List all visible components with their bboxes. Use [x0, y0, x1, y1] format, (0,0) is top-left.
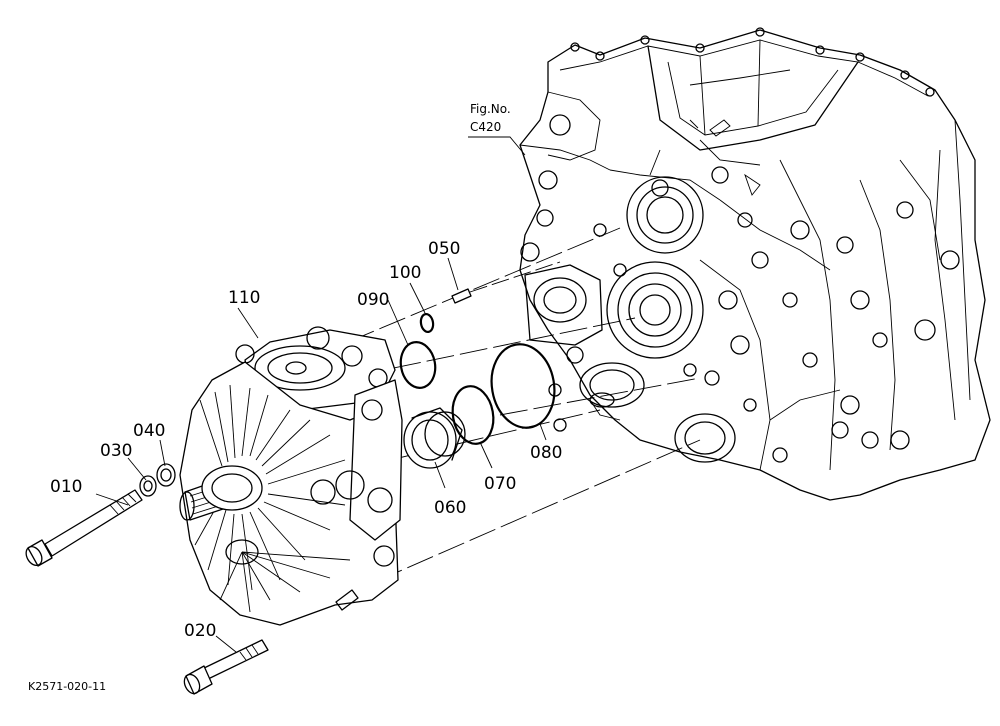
callout-030: 030 [100, 441, 132, 461]
callout-050: 050 [428, 239, 460, 259]
leader-lines [95, 136, 547, 653]
part-090-o-ring [399, 341, 437, 389]
callout-labels: 010 020 030 040 050 060 070 080 090 100 … [28, 102, 562, 693]
callout-020: 020 [184, 621, 216, 641]
callout-040: 040 [133, 421, 165, 441]
part-070-o-ring [451, 385, 495, 445]
callout-060: 060 [434, 498, 466, 518]
part-040-washer [156, 463, 176, 487]
part-080-o-ring [490, 343, 556, 429]
callout-010: 010 [50, 477, 82, 497]
part-030-washer [139, 475, 157, 497]
part-100-o-ring [419, 312, 435, 334]
callout-090: 090 [357, 290, 389, 310]
part-020-bolt [183, 639, 269, 695]
part-010-bolt [25, 489, 143, 567]
callout-070: 070 [484, 474, 516, 494]
transmission-case [519, 27, 991, 501]
figure-ref-line1: Fig.No. [470, 102, 511, 116]
figure-ref-line2: C420 [470, 120, 501, 134]
part-050-pin [451, 288, 472, 304]
callout-110: 110 [228, 288, 260, 308]
callout-080: 080 [530, 443, 562, 463]
callout-100: 100 [389, 263, 421, 283]
drawing-code: K2571-020-11 [28, 680, 106, 693]
part-060-bush [403, 407, 466, 469]
hst-unit [179, 326, 403, 626]
